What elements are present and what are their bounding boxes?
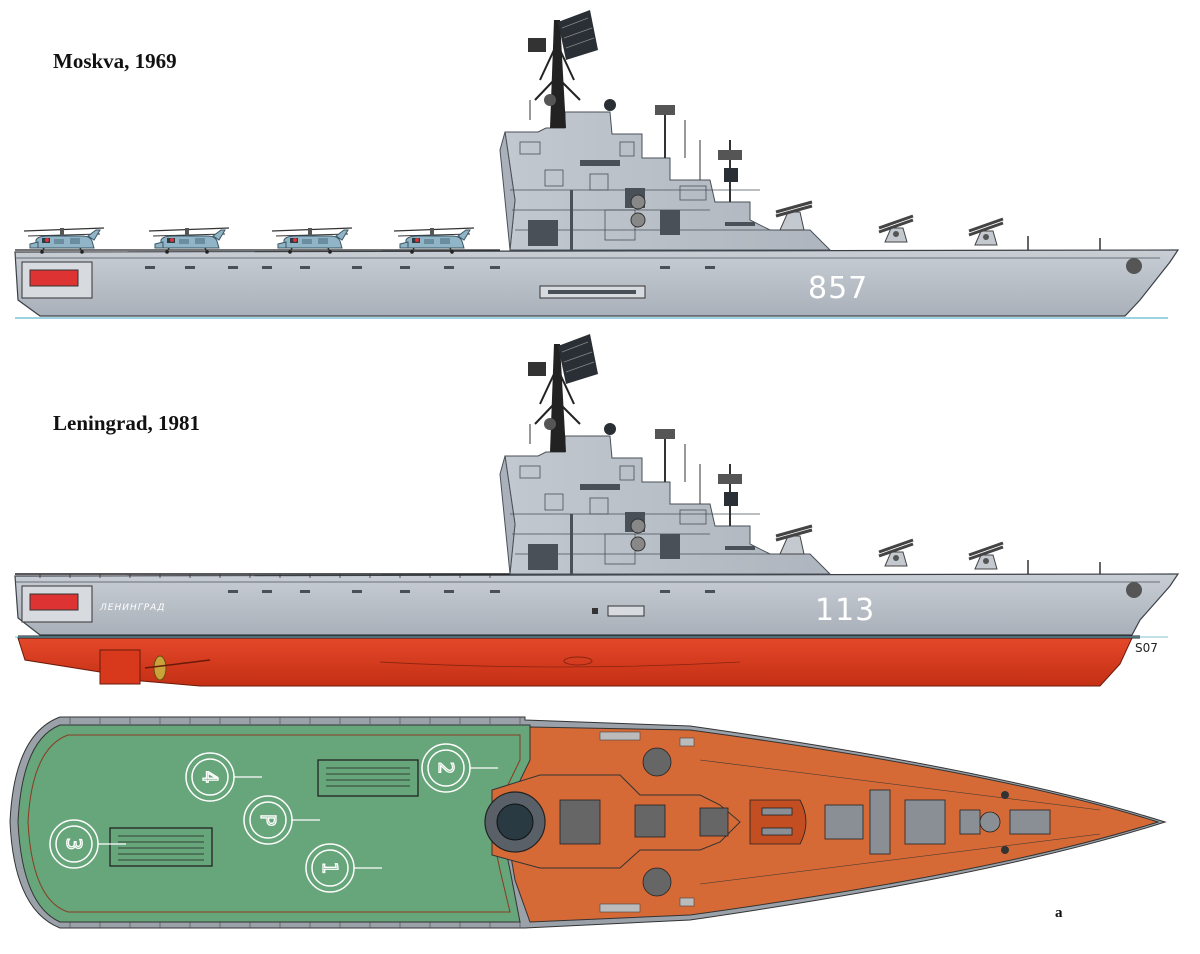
leningrad-hull-number: 113 — [815, 593, 875, 628]
leningrad-profile: ЛЕНИНГРАД 113 S07 — [14, 332, 1180, 687]
figure-letter: a — [1055, 905, 1063, 921]
helipad-number: 3 — [62, 838, 86, 851]
plan-view: 4 2 P 3 1 — [9, 716, 1167, 929]
helipad-number: 2 — [434, 762, 458, 775]
moskva-profile: 857 — [14, 8, 1180, 319]
moskva-hull-number: 857 — [808, 271, 868, 306]
moskva-label: Moskva, 1969 — [53, 49, 177, 73]
helipad-labels: 4 2 P 3 1 — [61, 761, 458, 875]
helipad-number: 1 — [318, 862, 342, 875]
leningrad-label: Leningrad, 1981 — [53, 411, 201, 435]
helipad-number: 4 — [198, 771, 222, 784]
leningrad-hull-name: ЛЕНИНГРАД — [99, 603, 165, 613]
artist-signature: S07 — [1135, 641, 1158, 655]
helipad-number: P — [256, 814, 280, 826]
